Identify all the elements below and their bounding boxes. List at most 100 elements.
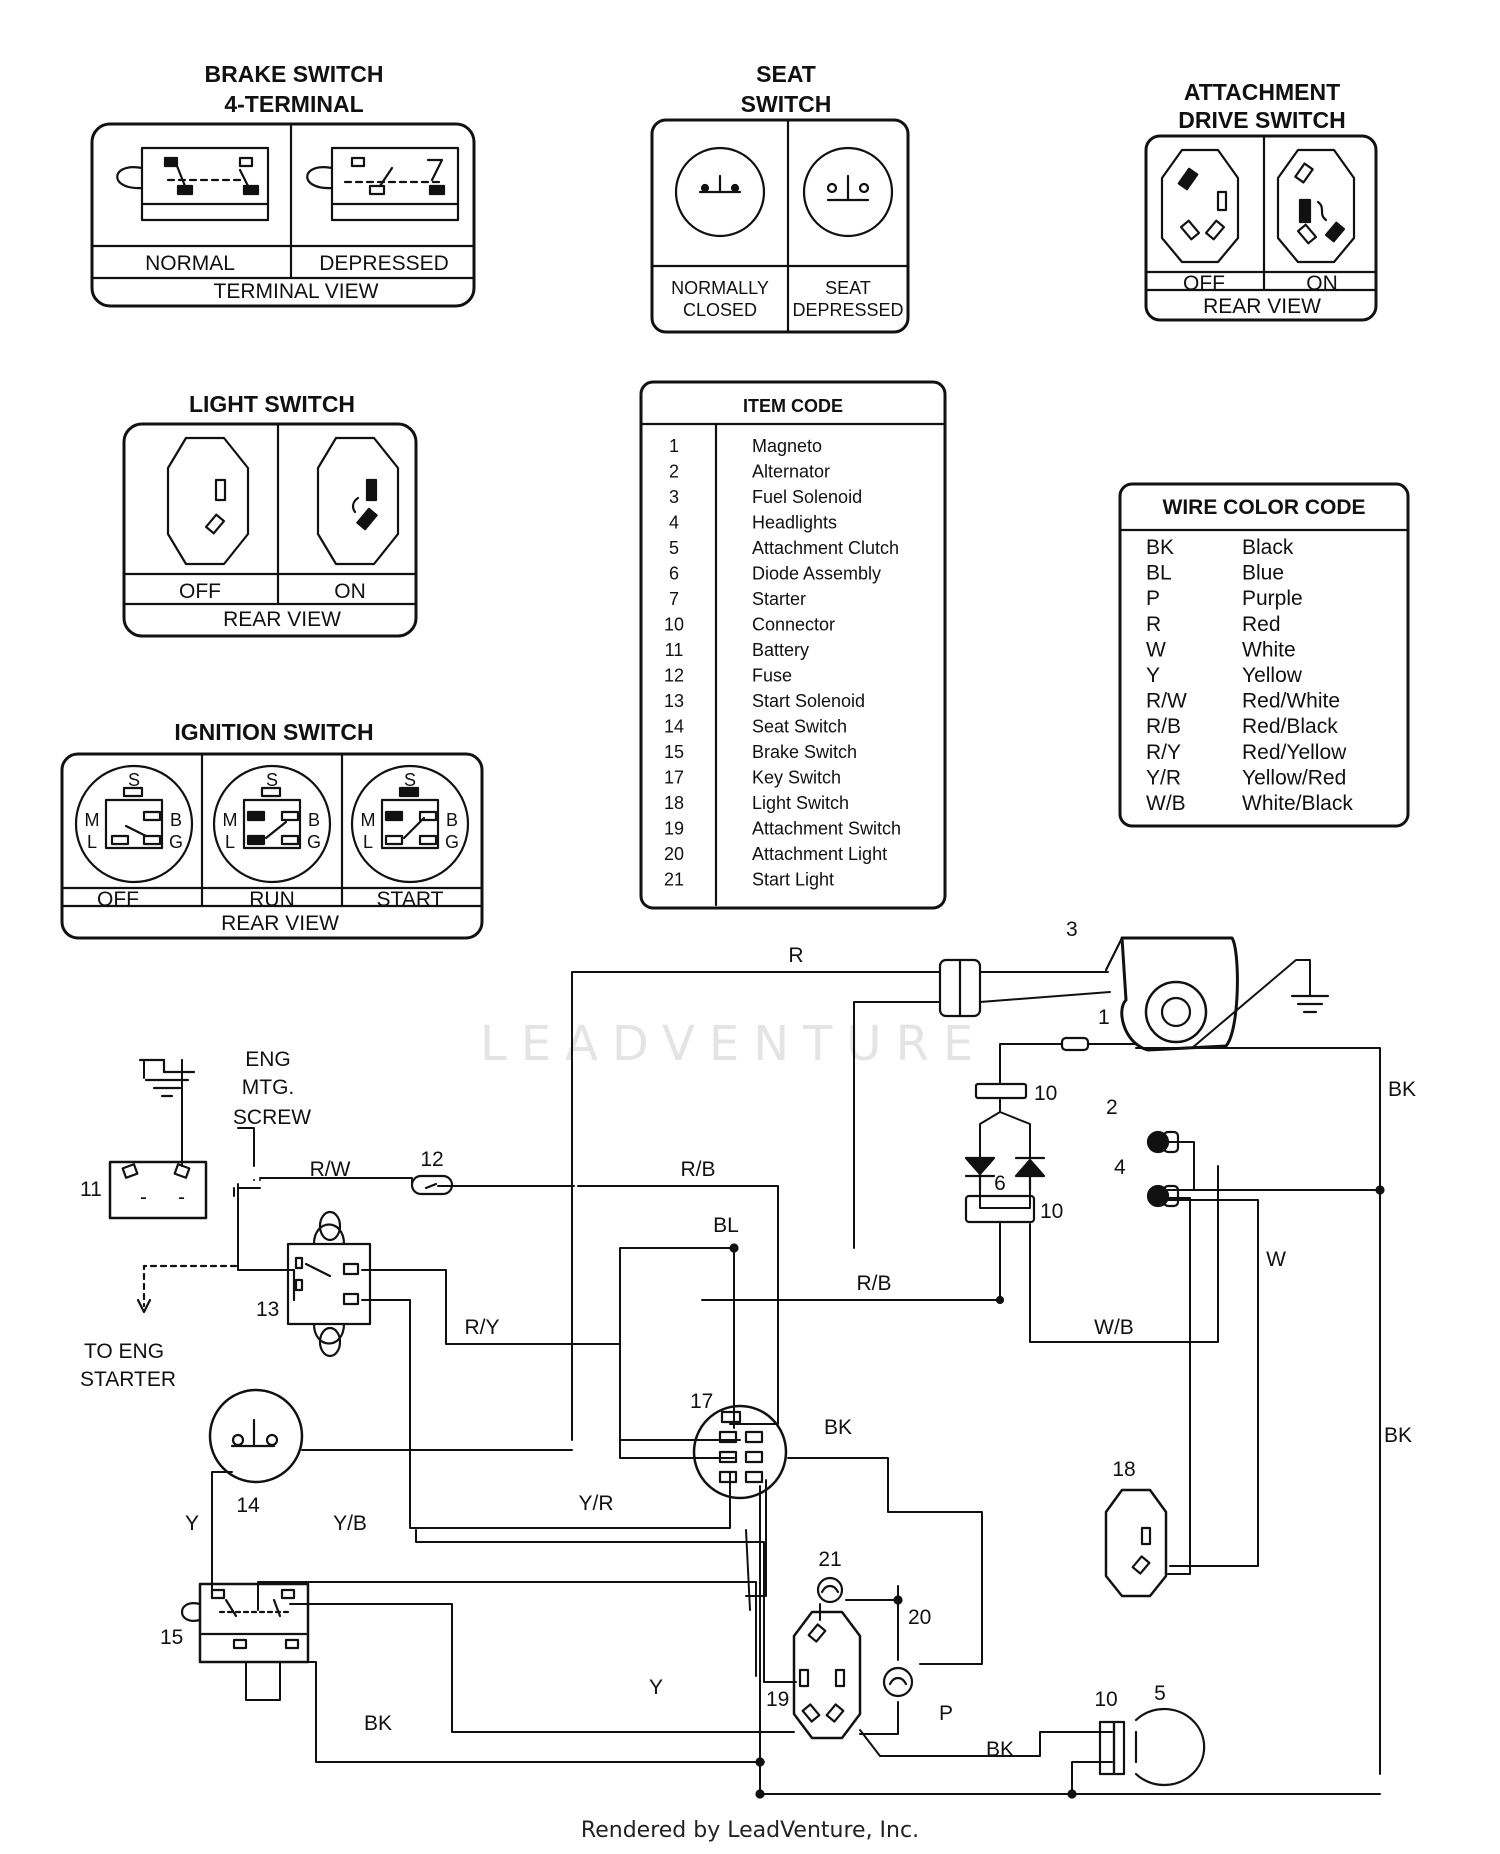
- wire-color-code: R/B: [1146, 715, 1181, 738]
- brake-switch-panel: BRAKE SWITCH 4-TERMINAL NORMAL DEPRESSED…: [90, 61, 476, 308]
- item-code-title: ITEM CODE: [743, 396, 843, 416]
- wire-label-wb: W/B: [1094, 1316, 1134, 1339]
- seat-title-1: SEAT: [756, 61, 816, 87]
- wire-color-code: Y/R: [1146, 766, 1181, 789]
- item-code-num: 12: [664, 666, 684, 686]
- term-l-1: L: [87, 832, 97, 852]
- wire-color-code: R: [1146, 613, 1161, 636]
- term-b-1: B: [170, 810, 182, 830]
- schematic-components: - -: [108, 936, 1385, 1799]
- light-on-label: ON: [334, 580, 366, 603]
- item-code-name: Connector: [752, 615, 835, 635]
- item-code-num: 2: [669, 462, 679, 482]
- label-comp-3: 3: [1066, 918, 1078, 941]
- term-b-3: B: [446, 810, 458, 830]
- ignition-view-label: REAR VIEW: [221, 912, 339, 935]
- ground-note-1: ENG: [245, 1048, 291, 1071]
- term-l-2: L: [225, 832, 235, 852]
- label-comp-10c: 10: [1094, 1688, 1117, 1711]
- item-code-num: 20: [664, 844, 684, 864]
- brake-depressed-label: DEPRESSED: [319, 252, 449, 275]
- ignition-title: IGNITION SWITCH: [174, 719, 373, 745]
- schematic-wires: [143, 959, 1381, 1795]
- item-code-num: 5: [669, 538, 679, 558]
- wire-label-w: W: [1266, 1248, 1286, 1271]
- wire-label-rb-mid: R/B: [856, 1272, 891, 1295]
- item-code-name: Battery: [752, 640, 809, 660]
- item-code-name: Brake Switch: [752, 742, 857, 762]
- item-code-name: Seat Switch: [752, 717, 847, 737]
- item-code-name: Magneto: [752, 436, 822, 456]
- wire-color-code: W: [1146, 638, 1166, 661]
- item-code-num: 10: [664, 615, 684, 635]
- seat-right-label-2: DEPRESSED: [792, 300, 903, 320]
- attachment-title-2: DRIVE SWITCH: [1178, 107, 1345, 133]
- battery-plus: -: [178, 1186, 185, 1209]
- attachment-off-label: OFF: [1183, 272, 1225, 295]
- battery-minus: -: [140, 1186, 147, 1209]
- item-code-name: Key Switch: [752, 768, 841, 788]
- light-view-label: REAR VIEW: [223, 608, 341, 631]
- label-comp-14: 14: [236, 1494, 260, 1517]
- label-comp-6: 6: [994, 1172, 1006, 1195]
- label-comp-5: 5: [1154, 1682, 1166, 1705]
- brake-view-label: TERMINAL VIEW: [214, 280, 379, 303]
- term-g-2: G: [307, 832, 321, 852]
- label-comp-17: 17: [690, 1390, 713, 1413]
- ignition-run-face: [212, 764, 332, 884]
- term-g-1: G: [169, 832, 183, 852]
- wire-label-bk-key: BK: [824, 1416, 852, 1439]
- label-comp-10a: 10: [1034, 1082, 1057, 1105]
- label-comp-10b: 10: [1040, 1200, 1063, 1223]
- item-code-num: 13: [664, 691, 684, 711]
- item-code-num: 11: [665, 640, 684, 660]
- ignition-off-face: [74, 764, 194, 884]
- wire-label-rw: R/W: [310, 1158, 351, 1181]
- light-title: LIGHT SWITCH: [189, 391, 355, 417]
- term-s-3: S: [404, 770, 416, 790]
- schematic-labels: ENG MTG. SCREW TO ENG STARTER 3 1 2 10 6…: [80, 918, 1416, 1761]
- seat-left-label-1: NORMALLY: [671, 278, 769, 298]
- wire-label-yb: Y/B: [333, 1512, 367, 1535]
- item-code-num: 18: [664, 793, 684, 813]
- wire-label-rb-top: R/B: [680, 1158, 715, 1181]
- ground-symbol-engine: [1290, 994, 1330, 1014]
- brake-title-2: 4-TERMINAL: [224, 91, 363, 117]
- attachment-switch-panel: ATTACHMENT DRIVE SWITCH OFF ON REAR VIEW: [1144, 79, 1378, 322]
- term-s-1: S: [128, 770, 140, 790]
- ignition-run-label: RUN: [249, 888, 295, 911]
- label-comp-21: 21: [818, 1548, 841, 1571]
- ignition-terminal-letters: S M B L G S M B L G S M B L G: [85, 770, 460, 852]
- wire-color-code: BK: [1146, 536, 1174, 559]
- seat-right-label-1: SEAT: [825, 278, 871, 298]
- item-code-num: 17: [664, 768, 684, 788]
- item-code-num: 1: [669, 436, 679, 456]
- wire-label-yr: Y/R: [578, 1492, 613, 1515]
- ground-note-3: SCREW: [233, 1106, 311, 1129]
- ignition-start-label: START: [377, 888, 444, 911]
- item-code-num: 6: [669, 564, 679, 584]
- label-comp-4: 4: [1114, 1156, 1126, 1179]
- label-comp-1: 1: [1098, 1006, 1110, 1029]
- wire-color-name: Yellow/Red: [1242, 766, 1346, 789]
- term-m-1: M: [85, 810, 100, 830]
- seat-switch-panel: SEAT SWITCH NORMALLY CLOSED SEAT DEPRESS…: [650, 61, 910, 334]
- wire-color-title: WIRE COLOR CODE: [1163, 496, 1366, 519]
- label-comp-11: 11: [80, 1178, 102, 1201]
- label-comp-12: 12: [420, 1148, 443, 1171]
- wire-label-r: R: [788, 944, 803, 967]
- wire-label-y-left: Y: [185, 1512, 199, 1535]
- label-comp-13: 13: [256, 1298, 279, 1321]
- term-m-3: M: [361, 810, 376, 830]
- label-comp-18: 18: [1112, 1458, 1135, 1481]
- item-code-num: 19: [664, 819, 684, 839]
- ignition-switch-panel: IGNITION SWITCH: [60, 719, 484, 940]
- wire-label-bk-right-bottom: BK: [1384, 1424, 1412, 1447]
- wire-label-bl: BL: [713, 1214, 739, 1237]
- item-code-num: 15: [664, 742, 684, 762]
- item-code-name: Start Light: [752, 870, 834, 890]
- wire-color-name: White/Black: [1242, 792, 1353, 815]
